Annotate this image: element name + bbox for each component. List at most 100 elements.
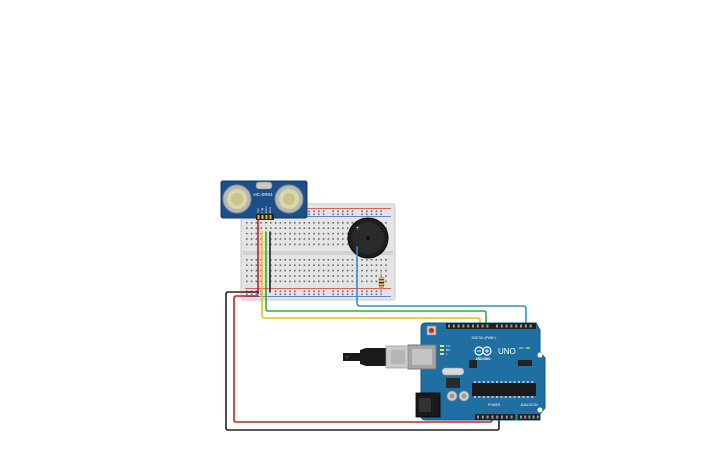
- breadboard-hole: [375, 290, 378, 293]
- breadboard-hole: [308, 227, 310, 229]
- breadboard-hole: [346, 243, 349, 246]
- breadboard-hole: [366, 290, 368, 293]
- breadboard-hole: [351, 269, 354, 272]
- breadboard-hole: [380, 210, 382, 213]
- breadboard-hole: [303, 264, 306, 266]
- breadboard-hole: [279, 243, 282, 246]
- breadboard-hole: [289, 269, 291, 272]
- breadboard-hole: [284, 264, 286, 266]
- header-pin: [505, 324, 508, 328]
- arduino-logo-icon: [474, 346, 492, 356]
- breadboard-hole: [313, 210, 315, 213]
- breadboard-hole: [246, 259, 248, 261]
- breadboard-hole: [308, 293, 310, 296]
- breadboard-hole: [327, 222, 330, 224]
- breadboard-hole: [361, 293, 363, 296]
- breadboard-hole: [294, 293, 296, 296]
- breadboard-hole: [289, 243, 291, 246]
- breadboard-hole: [342, 222, 344, 224]
- breadboard-hole: [342, 232, 344, 235]
- breadboard-hole: [274, 264, 277, 266]
- breadboard-hole: [289, 264, 291, 266]
- breadboard-hole: [342, 227, 344, 229]
- wire-blue: [356, 264, 527, 329]
- breadboard-hole: [308, 243, 310, 246]
- breadboard-hole: [255, 227, 258, 229]
- chip-pin: [487, 396, 490, 398]
- breadboard-hole: [375, 275, 378, 277]
- header-pin: [467, 324, 470, 328]
- breadboard-hole: [322, 264, 325, 266]
- chip-pin: [496, 396, 498, 398]
- breadboard-hole: [318, 227, 320, 229]
- piezo-buzzer: +: [347, 217, 389, 259]
- breadboard-hole: [332, 243, 334, 246]
- breadboard-hole: [342, 210, 344, 213]
- breadboard-hole: [255, 238, 258, 240]
- chip-pin: [500, 381, 503, 383]
- breadboard-hole: [308, 290, 310, 293]
- plus-icon: +: [356, 226, 360, 232]
- breadboard-hole: [308, 222, 310, 224]
- header-pin: [524, 415, 527, 419]
- header-pin: [500, 324, 503, 328]
- breadboard-hole: [284, 238, 286, 240]
- breadboard-hole: [279, 275, 282, 277]
- breadboard-hole: [380, 213, 382, 216]
- power-header-label: POWER: [488, 403, 501, 407]
- ultrasonic-sensor: HC-SR04 Vcc Trig Echo Gnd: [220, 180, 308, 220]
- chip-pin: [478, 381, 481, 383]
- breadboard-hole: [385, 269, 387, 272]
- breadboard-hole: [255, 275, 258, 277]
- breadboard-hole: [342, 243, 344, 246]
- breadboard-hole: [318, 275, 320, 277]
- breadboard-hole: [308, 280, 310, 283]
- wires: [225, 219, 527, 431]
- breadboard-hole: [274, 275, 277, 277]
- led-on-label: ON: [519, 346, 524, 350]
- breadboard-hole: [375, 259, 378, 261]
- breadboard-hole: [246, 227, 248, 229]
- header-pin: [520, 324, 522, 328]
- breadboard-hole: [313, 280, 315, 283]
- breadboard-hole: [279, 259, 282, 261]
- breadboard-hole: [342, 213, 344, 216]
- breadboard-hole: [370, 280, 373, 283]
- arduino-uno: DIGITAL (PWM~) TX RX L ARDUINO UNO ON: [343, 322, 546, 421]
- breadboard-hole: [255, 293, 258, 296]
- breadboard-hole: [351, 264, 354, 266]
- chip-pin: [513, 396, 516, 398]
- breadboard-hole: [380, 264, 382, 266]
- breadboard-hole: [308, 213, 310, 216]
- header-pin: [536, 415, 539, 419]
- breadboard-hole: [289, 259, 291, 261]
- breadboard-hole: [318, 243, 320, 246]
- breadboard-hole: [294, 290, 296, 293]
- breadboard-hole: [327, 280, 330, 283]
- breadboard-hole: [298, 264, 301, 266]
- breadboard-hole: [284, 243, 286, 246]
- breadboard-hole: [303, 232, 306, 235]
- header-pin: [529, 324, 532, 328]
- breadboard-hole: [342, 259, 344, 261]
- header-pin: [505, 415, 508, 419]
- breadboard-hole: [284, 293, 286, 296]
- breadboard-hole: [318, 238, 320, 240]
- breadboard-hole: [270, 222, 272, 224]
- breadboard-hole: [322, 275, 325, 277]
- breadboard-hole: [294, 232, 296, 235]
- breadboard-hole: [366, 269, 368, 272]
- breadboard-hole: [308, 238, 310, 240]
- breadboard-hole: [294, 222, 296, 224]
- chip-pin: [482, 396, 485, 398]
- breadboard-hole: [332, 275, 334, 277]
- breadboard-hole: [370, 259, 373, 261]
- breadboard-hole: [313, 243, 315, 246]
- breadboard-hole: [366, 259, 368, 261]
- header-pin: [462, 324, 465, 328]
- breadboard-hole: [284, 232, 286, 235]
- breadboard-hole: [265, 227, 267, 229]
- breadboard-hole: [346, 259, 349, 261]
- breadboard-hole: [308, 210, 310, 213]
- breadboard-hole: [279, 227, 282, 229]
